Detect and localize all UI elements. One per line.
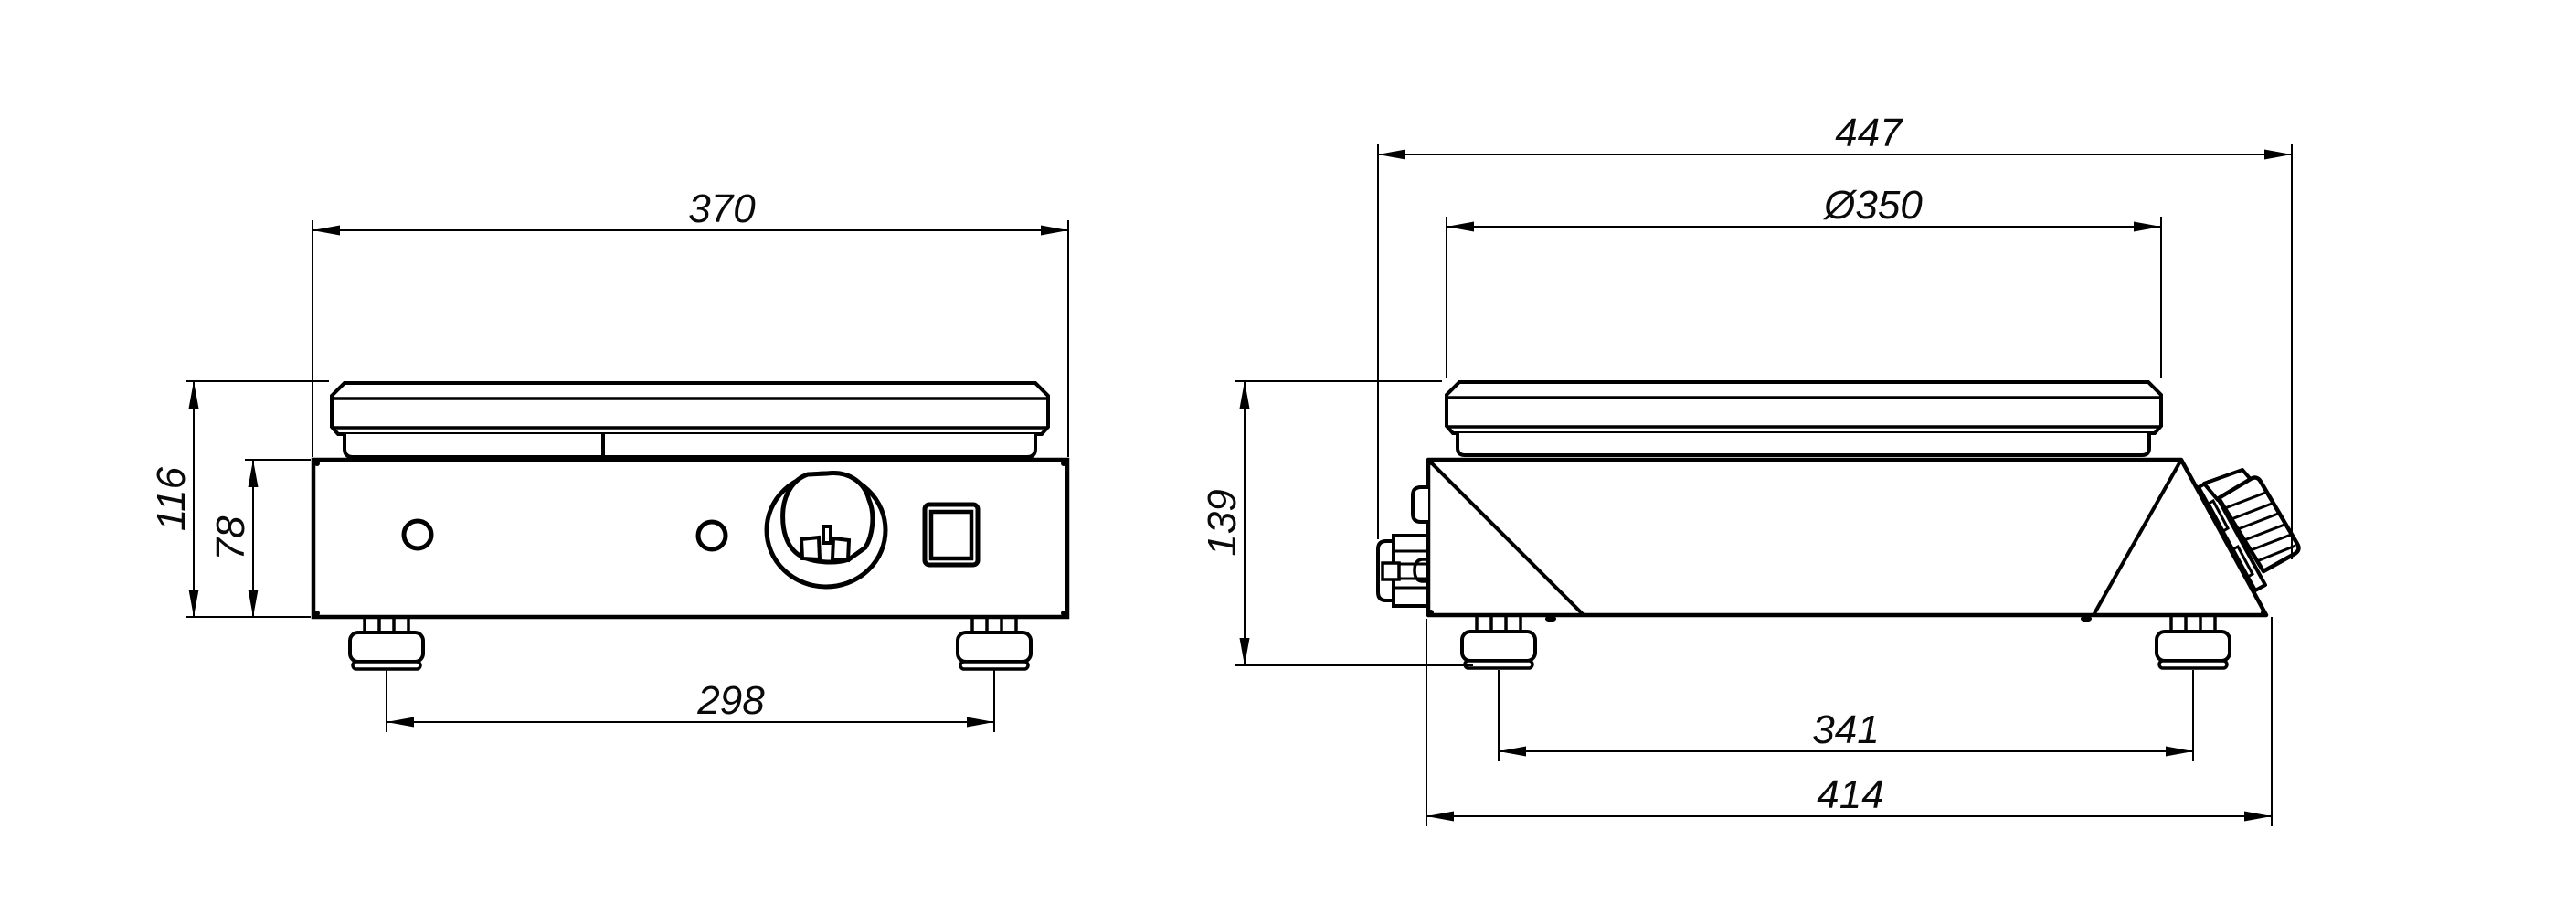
- dim-side-plate-diameter: Ø350: [1446, 183, 2162, 378]
- dim-side-feet-span: 341: [1498, 670, 2194, 761]
- side-foot-left: [1460, 616, 1537, 670]
- indicator-light-right: [695, 519, 728, 552]
- foot-pad: [959, 660, 1030, 671]
- foot-pad: [351, 660, 422, 671]
- foot-pad: [1463, 659, 1534, 670]
- side-view: 447 Ø350 139 341: [1200, 111, 2301, 826]
- corner-mark: [2178, 459, 2183, 464]
- dim-side-base-width: 414: [1426, 617, 2273, 826]
- arrowhead: [967, 717, 994, 728]
- side-plate-slab: [1445, 380, 2163, 435]
- dim-label-116: 116: [149, 466, 194, 531]
- dim-label-78: 78: [208, 515, 253, 560]
- dim-label-341: 341: [1812, 707, 1879, 752]
- arrowhead: [1239, 381, 1250, 409]
- power-switch[interactable]: [922, 502, 981, 568]
- arrowhead: [248, 590, 259, 617]
- front-plate-slab: [330, 381, 1050, 436]
- dim-side-overall-height: 139: [1200, 380, 1473, 666]
- socket-tab-lower: [1413, 558, 1428, 583]
- side-knob[interactable]: [2197, 468, 2301, 592]
- front-foot-left: [348, 619, 425, 671]
- dim-label-414: 414: [1817, 772, 1883, 817]
- arrowhead: [387, 717, 414, 728]
- dim-front-total-height: 116: [149, 380, 329, 618]
- arrowhead: [2134, 221, 2161, 232]
- foot-pad: [2157, 659, 2229, 670]
- dim-label-139: 139: [1200, 489, 1245, 556]
- dim-side-overall-width: 447: [1377, 111, 2293, 559]
- foot-body: [348, 631, 425, 664]
- arrowhead: [1041, 225, 1068, 236]
- arrowhead: [188, 590, 199, 617]
- arrowhead: [1499, 746, 1526, 757]
- dim-label-plate-diameter: Ø350: [1822, 183, 1923, 228]
- arrowhead: [313, 225, 340, 236]
- corner-mark: [1061, 611, 1066, 616]
- bottom-screw-left: [1545, 615, 1556, 622]
- socket-latch: [1381, 561, 1401, 581]
- dim-front-body-height: 78: [208, 459, 311, 617]
- knob-pointer-slot: [822, 525, 832, 545]
- front-body: [311, 457, 1070, 620]
- arrowhead: [2244, 811, 2272, 822]
- knob-notch-right: [830, 536, 852, 563]
- front-view: 370 116 78 298: [149, 186, 1070, 732]
- side-knob-slot: [2207, 498, 2230, 534]
- side-body-outline: [1426, 457, 2269, 618]
- corner-mark: [314, 611, 320, 616]
- knob-grip: [780, 471, 875, 565]
- knurl-line: [2224, 491, 2266, 510]
- side-foot-right: [2155, 616, 2231, 670]
- arrowhead: [1447, 221, 1474, 232]
- dim-label-298: 298: [696, 678, 765, 723]
- side-plate: [1445, 380, 2163, 457]
- side-knob-slot: [2231, 544, 2254, 579]
- front-foot-right: [956, 619, 1033, 671]
- arrowhead: [1378, 149, 1405, 160]
- arrowhead: [1426, 811, 1454, 822]
- knurl-line: [2256, 544, 2296, 563]
- side-body-fold-left: [1426, 458, 1585, 617]
- corner-mark: [1428, 610, 1434, 615]
- side-plate-lip: [1456, 433, 2151, 457]
- indicator-light-left: [401, 518, 434, 551]
- side-body-fold-right: [2092, 459, 2183, 616]
- arrowhead: [188, 381, 199, 409]
- knurl-line: [2250, 533, 2292, 552]
- socket-tab-upper: [1411, 485, 1428, 524]
- arrowhead: [248, 460, 259, 487]
- arrowhead: [1239, 638, 1250, 665]
- foot-body: [1460, 630, 1537, 663]
- dim-label-447: 447: [1835, 111, 1903, 155]
- foot-body: [956, 631, 1033, 664]
- dim-front-feet-span: 298: [386, 670, 995, 732]
- side-knob-knurling: [2224, 491, 2296, 563]
- control-knob[interactable]: [764, 471, 888, 590]
- side-knob-barrel: [2216, 475, 2301, 574]
- corner-mark: [314, 461, 320, 466]
- side-body: [1426, 457, 2269, 622]
- front-plate-lip: [343, 434, 1037, 459]
- knurl-line: [2243, 523, 2285, 542]
- knob-notch-left: [799, 535, 822, 562]
- dim-label-370: 370: [688, 186, 756, 231]
- corner-mark: [2261, 610, 2266, 615]
- power-switch-rocker: [928, 509, 974, 561]
- knurl-line: [2237, 512, 2279, 531]
- front-plate: [330, 381, 1050, 459]
- arrowhead: [2264, 149, 2292, 160]
- corner-mark: [1428, 460, 1434, 465]
- knurl-line: [2231, 502, 2273, 521]
- dim-front-width: 370: [312, 186, 1069, 457]
- arrowhead: [2166, 746, 2193, 757]
- foot-body: [2155, 630, 2231, 663]
- bottom-screw-right: [2081, 615, 2092, 622]
- corner-mark: [1061, 461, 1066, 466]
- power-socket[interactable]: [1376, 485, 1430, 608]
